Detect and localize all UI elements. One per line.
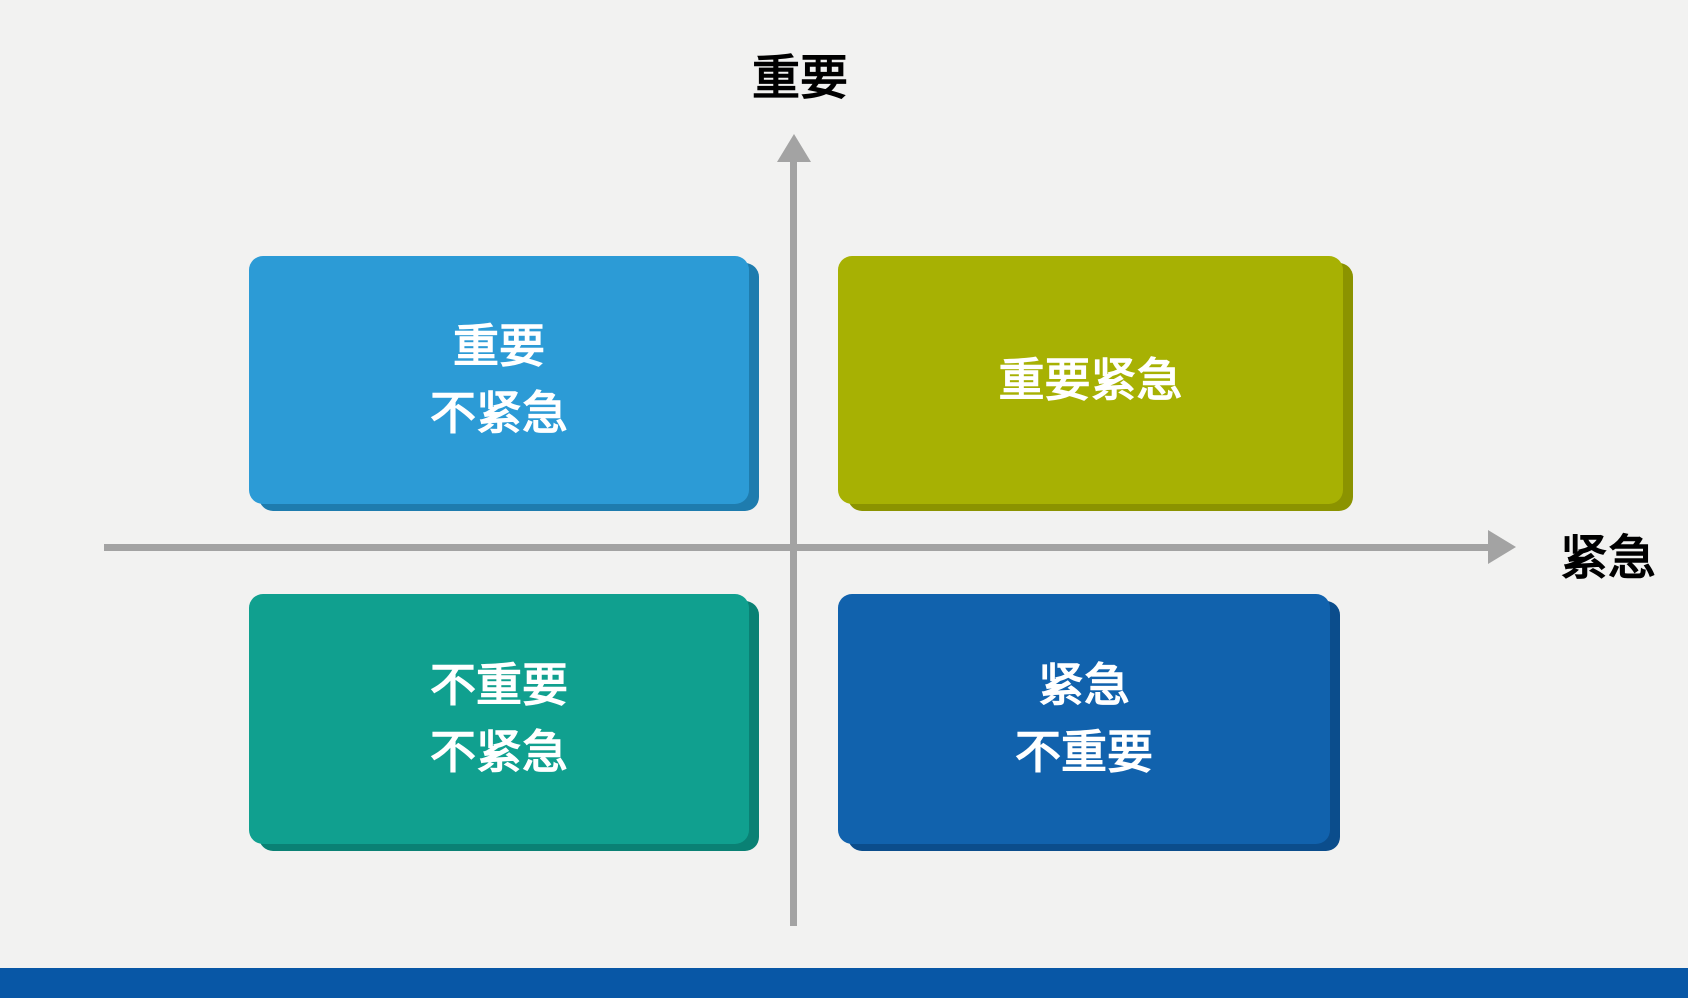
quadrant-text-line: 不紧急 [430, 725, 568, 779]
quadrant-text-line: 重要 [453, 319, 545, 374]
quadrant-urgent-not-important: 紧急 不重要 [838, 594, 1330, 844]
quadrant-important-urgent: 重要紧急 [838, 256, 1343, 504]
x-axis-arrowhead-icon [1488, 530, 1516, 564]
quadrant-text-line: 不紧急 [430, 386, 568, 440]
quadrant-text-line: 不重要 [1015, 725, 1153, 779]
x-axis-label: 紧急 [1560, 530, 1657, 586]
quadrant-not-important-not-urgent: 不重要 不紧急 [249, 594, 749, 844]
quadrant-text-line: 不重要 [430, 658, 568, 713]
x-axis-line [104, 544, 1496, 551]
quadrant-text-line: 重要紧急 [998, 352, 1183, 407]
y-axis-arrowhead-icon [777, 134, 811, 162]
quadrant-important-not-urgent: 重要 不紧急 [249, 256, 749, 504]
y-axis-label: 重要 [751, 50, 849, 106]
y-axis-line [790, 158, 797, 926]
quadrant-text-line: 紧急 [1038, 658, 1130, 713]
footer-accent-bar [0, 968, 1688, 998]
